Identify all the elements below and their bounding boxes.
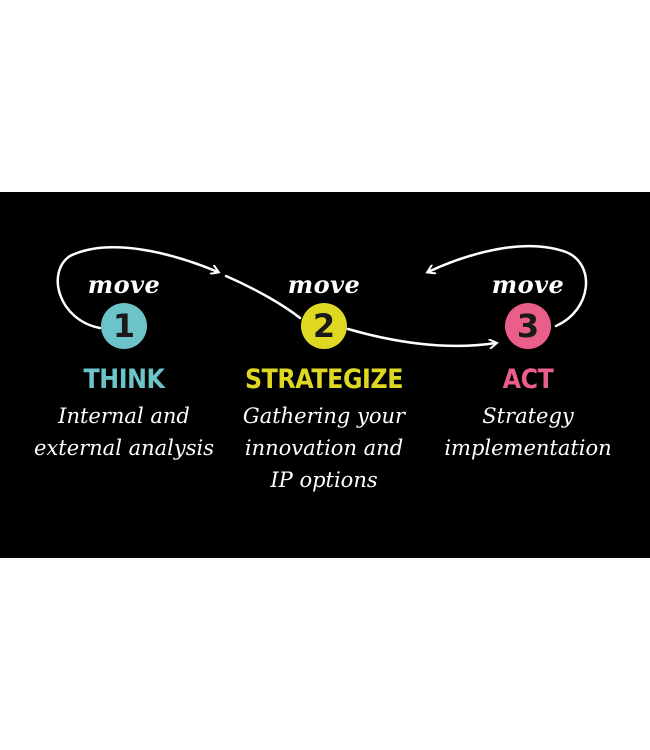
move-label: move xyxy=(87,270,161,299)
step-number-circle: 2 xyxy=(301,303,347,349)
step-number-circle: 3 xyxy=(505,303,551,349)
move-label: move xyxy=(287,270,361,299)
step-act: move 3 ACT Strategy implementation xyxy=(420,192,636,558)
arrow-2-to-3 xyxy=(346,327,496,346)
step-title: THINK xyxy=(83,364,165,395)
step-title: ACT xyxy=(502,364,554,395)
diagram-panel: move 1 THINK Internal and external analy… xyxy=(0,192,650,558)
flow-arrows xyxy=(56,244,588,558)
arrow-loop-1 xyxy=(56,245,218,330)
step-strategize: move 2 STRATEGIZE Gathering your innovat… xyxy=(216,192,432,558)
step-number-circle: 1 xyxy=(101,303,147,349)
step-description: Gathering your innovation and IP options xyxy=(242,404,406,492)
move-label: move xyxy=(491,270,565,299)
arrow-loop-3 xyxy=(428,244,588,328)
step-description: Internal and external analysis xyxy=(33,404,215,460)
step-description: Strategy implementation xyxy=(444,404,612,460)
arrow-connector-1-2 xyxy=(224,274,302,320)
step-think: move 1 THINK Internal and external analy… xyxy=(16,192,232,558)
step-title: STRATEGIZE xyxy=(244,364,403,395)
